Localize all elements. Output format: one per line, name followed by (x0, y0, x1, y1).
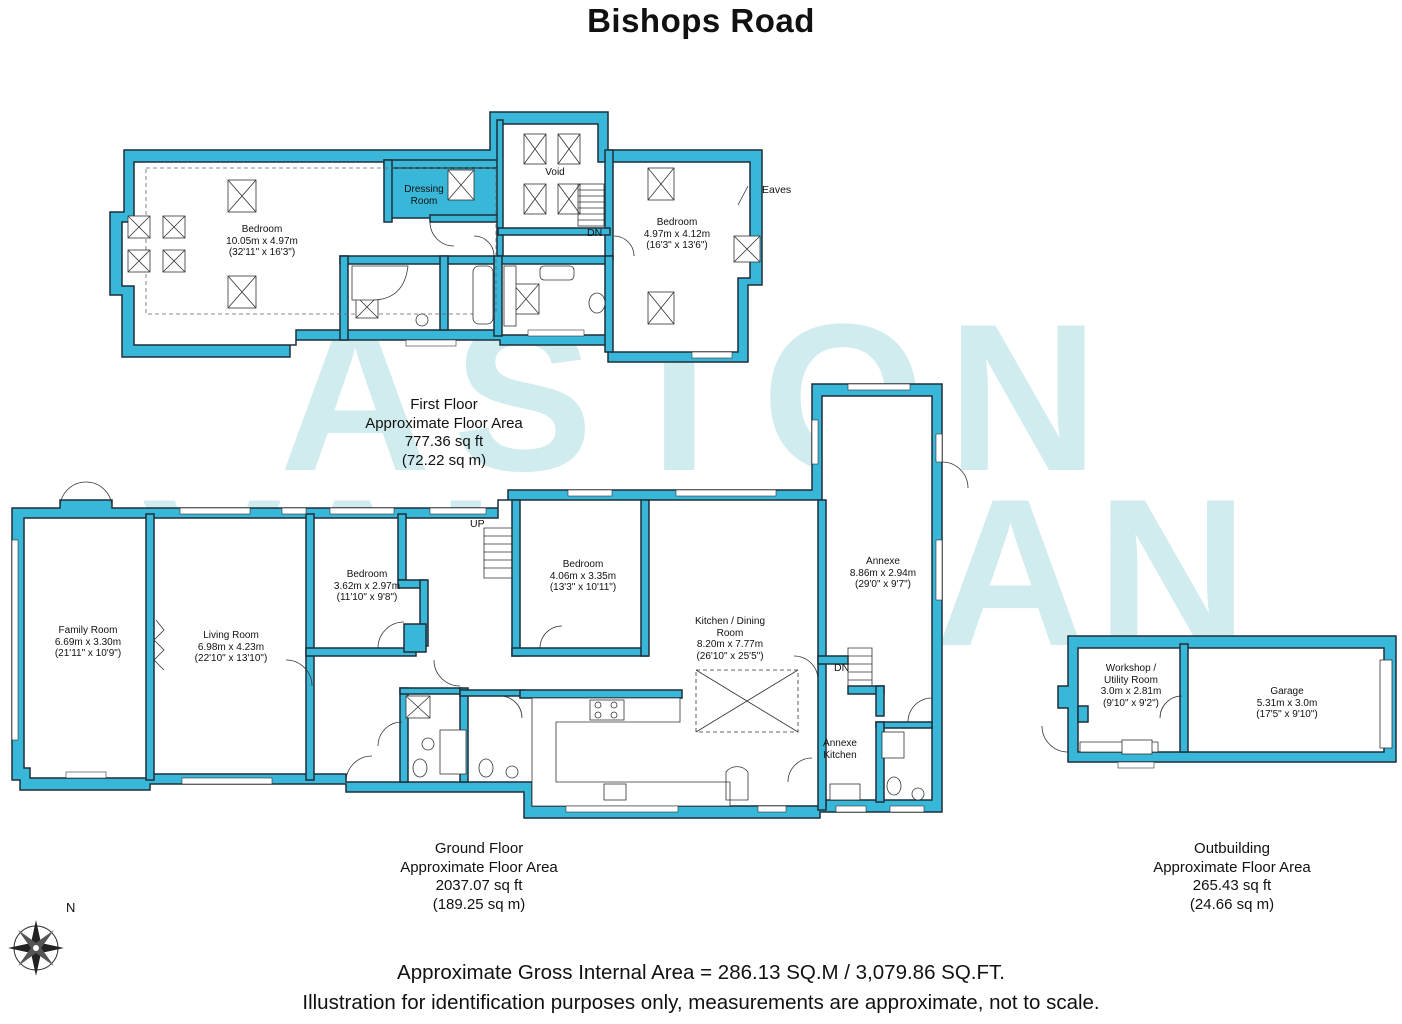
wall (383, 159, 501, 169)
doors-ground-floor (59, 461, 969, 801)
wall (493, 255, 503, 337)
north-label: N (66, 900, 76, 915)
disclaimer: Illustration for identification purposes… (302, 991, 1100, 1014)
wall (339, 255, 349, 341)
wall (604, 255, 614, 353)
wall (1077, 705, 1089, 723)
wall (497, 227, 611, 236)
windows (11, 329, 1155, 813)
wall (496, 119, 504, 261)
compass-rose-icon (8, 920, 64, 976)
page-title: Bishops Road (587, 2, 815, 39)
outbuilding-interior (1077, 647, 1385, 753)
outbuilding-plan (1041, 635, 1397, 763)
doors-first-floor (429, 185, 749, 257)
eaves-line (145, 167, 497, 315)
stairs-up-label: UP (470, 518, 485, 530)
ground-bathroom-fixtures (405, 695, 925, 801)
first-floor-plan (109, 111, 763, 363)
gross-internal-area: Approximate Gross Internal Area = 286.13… (397, 961, 1005, 984)
ground-interior-walls (145, 499, 933, 811)
room-label-ff-void: Void (545, 167, 565, 178)
wall (439, 255, 449, 331)
wall (429, 214, 501, 223)
stairs-first-floor (577, 183, 605, 227)
stairs-down-label: DN (587, 227, 603, 239)
wall (339, 255, 613, 265)
eaves-label: Eaves (762, 184, 792, 196)
stairs-ground-floor (483, 527, 873, 687)
annexe-stairs-down-label: DN (834, 662, 850, 674)
wall (1179, 643, 1189, 753)
wall (604, 149, 614, 261)
kitchen-units (531, 669, 861, 807)
wall (383, 159, 393, 223)
bathroom-fixtures (351, 265, 606, 327)
skylights (127, 133, 761, 325)
